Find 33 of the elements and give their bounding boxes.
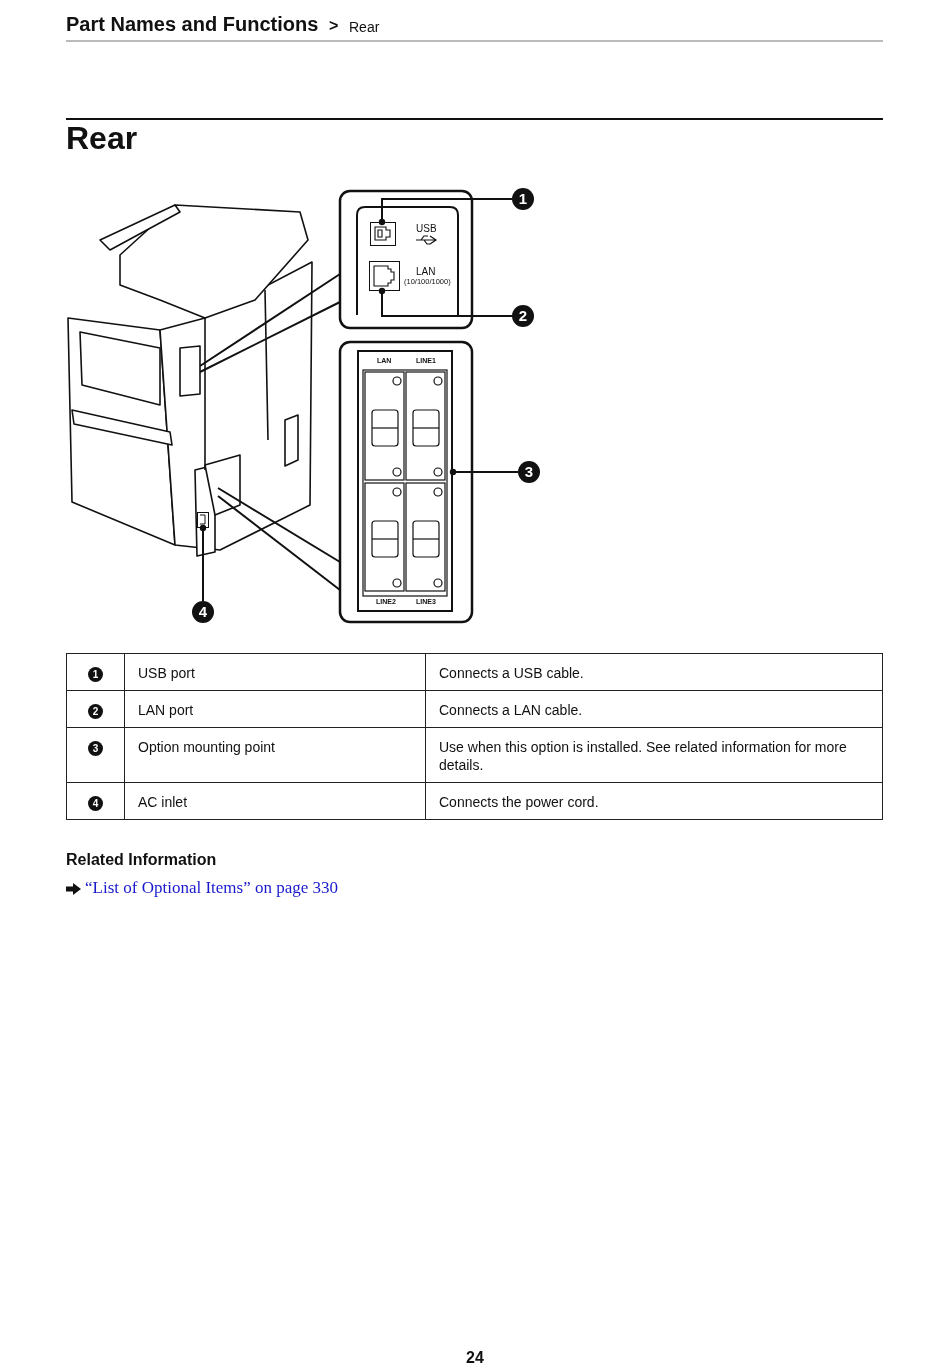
usb-port [370, 222, 396, 246]
part-description: Connects the power cord. [425, 782, 883, 820]
callout-number: 3 [88, 741, 103, 756]
part-name: AC inlet [124, 782, 426, 820]
callout-number: 2 [512, 305, 534, 327]
link: “List of Optional Items” on page 330 [85, 878, 339, 898]
part-name: LAN port [124, 690, 426, 728]
lan-port [369, 261, 400, 291]
breadcrumb-separator: > [329, 17, 339, 35]
callout-number: 3 [518, 461, 540, 483]
part-description: Connects a USB cable. [425, 653, 883, 691]
part-description: Use when this option is installed. See related information for more details. [425, 727, 883, 783]
callout-number: 4 [192, 601, 214, 623]
port-label: USB [416, 223, 437, 234]
page-number: 24 [465, 1349, 485, 1367]
section-heading: Related Information [66, 851, 217, 869]
callout-number: 1 [88, 667, 103, 682]
part-name: USB port [124, 653, 426, 691]
option-panel-frame [357, 350, 453, 612]
callout-number: 1 [512, 188, 534, 210]
callout-number: 4 [88, 796, 103, 811]
leader-line [378, 287, 513, 317]
port-label: LAN [416, 266, 436, 277]
leader-line [378, 198, 513, 226]
callout-number: 2 [88, 704, 103, 719]
ac-inlet [197, 512, 209, 528]
leader-line [199, 524, 207, 602]
breadcrumb-section: Part Names and Functions [66, 13, 319, 36]
page-heading: Rear [66, 120, 138, 157]
breadcrumb-page: Rear [349, 19, 380, 35]
part-name: Option mounting point [124, 727, 426, 783]
part-description: Connects a LAN cable. [425, 690, 883, 728]
leader-line [449, 468, 519, 476]
